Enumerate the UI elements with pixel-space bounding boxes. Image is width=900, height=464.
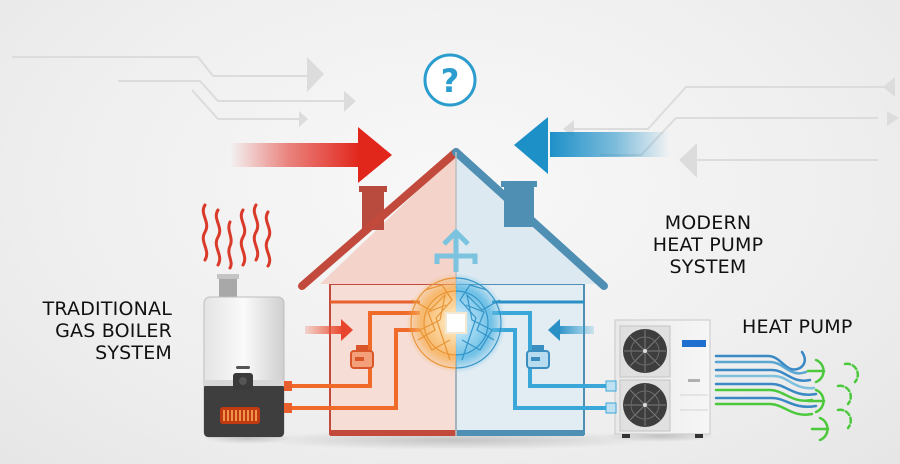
- warm-incoming-arrow: [230, 127, 392, 183]
- svg-text:?: ?: [441, 62, 460, 100]
- heat-pump-label: HEAT PUMP: [742, 316, 853, 338]
- fan-grille-top-icon: [623, 329, 667, 373]
- airflow-icon: [714, 350, 860, 442]
- warm-valve-icon: [350, 345, 374, 369]
- modern-heat-pump-label: MODERN HEAT PUMP SYSTEM: [650, 212, 766, 278]
- label-line: GAS BOILER: [55, 320, 172, 342]
- question-mark-circle-icon: ?: [423, 53, 477, 107]
- upward-distribution-arrow-icon: [434, 228, 478, 272]
- cool-valve-icon: [526, 345, 550, 369]
- background-flow-lines-left: [12, 56, 356, 127]
- traditional-gas-boiler-label: TRADITIONAL GAS BOILER SYSTEM: [14, 298, 172, 364]
- network-core-sphere: [406, 273, 506, 373]
- label-line: SYSTEM: [95, 342, 172, 364]
- gas-boiler: [203, 274, 292, 444]
- fan-grille-bottom-icon: [623, 383, 667, 427]
- background-flow-lines-right: [563, 77, 899, 178]
- heat-pump-outdoor-unit: [604, 319, 716, 442]
- brand-badge: [682, 340, 706, 347]
- label-line: MODERN: [664, 212, 752, 234]
- warm-inflow-arrow: [305, 319, 353, 341]
- label-line: HEAT PUMP: [652, 234, 764, 256]
- cool-incoming-arrow: [514, 117, 670, 174]
- label-line: TRADITIONAL: [42, 298, 172, 320]
- heat-waves-icon: [201, 203, 272, 270]
- label-line: SYSTEM: [669, 256, 747, 278]
- cool-inflow-arrow: [548, 319, 594, 341]
